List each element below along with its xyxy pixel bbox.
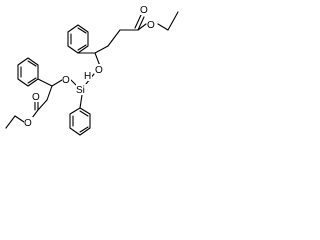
atom-label-o-ether-left: O xyxy=(62,74,71,86)
phenyl-ring-bottom xyxy=(69,107,91,136)
atom-si: Si xyxy=(76,85,85,96)
atom-o-carbonyl-left: O xyxy=(32,92,40,103)
atom-label-o-ester-left: O xyxy=(24,117,33,129)
atom-o-carbonyl-top: O xyxy=(140,5,148,16)
atom-o-ester-left: O xyxy=(24,118,32,129)
atom-label-o-carbonyl-left: O xyxy=(32,91,41,103)
atom-h-on-si: H xyxy=(84,71,91,82)
atom-label-h-on-si: H xyxy=(84,70,92,82)
ester-chain-left xyxy=(5,99,48,129)
chemical-structure-diagram: O O O H Si O O O xyxy=(5,4,179,136)
phenyl-ring-left xyxy=(17,57,39,87)
atom-label-o-ether-right: O xyxy=(95,64,104,76)
phenyl-ring-top xyxy=(67,24,89,54)
atom-o-ether-right: O xyxy=(95,65,103,76)
atom-o-ether-left: O xyxy=(62,75,70,86)
methine-top xyxy=(77,52,101,67)
ester-chain-top xyxy=(94,11,179,54)
atom-label-o-ester-top: O xyxy=(147,18,156,31)
methine-left xyxy=(37,78,63,101)
atom-label-o-carbonyl-top: O xyxy=(140,4,149,16)
atom-label-si: Si xyxy=(76,84,89,96)
atom-o-ester-top: O xyxy=(147,20,155,31)
